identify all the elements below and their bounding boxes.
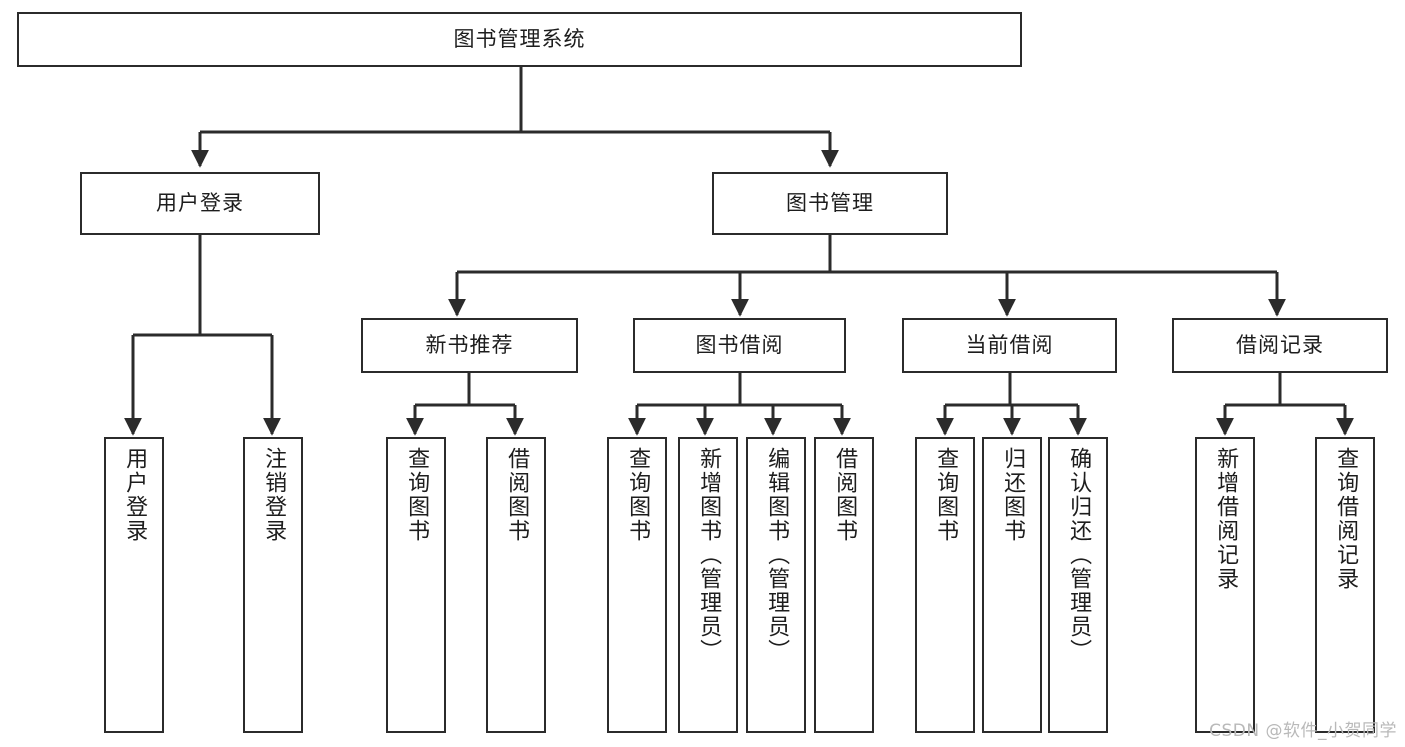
node-leaf-br-add-record[interactable]: 新增借阅记录	[1195, 437, 1255, 733]
node-new-book-rec[interactable]: 新书推荐	[361, 318, 578, 373]
node-book-borrow[interactable]: 图书借阅	[633, 318, 846, 373]
node-borrow-record-label: 借阅记录	[1236, 332, 1324, 357]
node-leaf-rec-query-book[interactable]: 查询图书	[386, 437, 446, 733]
node-leaf-cb-query-book[interactable]: 查询图书	[915, 437, 975, 733]
node-leaf-rec-borrow-book-label: 借阅图书	[504, 447, 530, 543]
csdn-watermark: CSDN @软件_小贺同学	[1209, 721, 1397, 741]
node-book-borrow-label: 图书借阅	[695, 332, 784, 357]
node-leaf-user-logout[interactable]: 注销登录	[243, 437, 303, 733]
node-leaf-bb-add-book[interactable]: 新增图书（管理员）	[678, 437, 738, 733]
node-leaf-bb-edit-book[interactable]: 编辑图书（管理员）	[746, 437, 806, 733]
node-leaf-rec-query-book-label: 查询图书	[404, 447, 430, 543]
node-leaf-cb-confirm-return-label: 确认归还（管理员）	[1066, 447, 1092, 663]
node-leaf-bb-add-book-label: 新增图书（管理员）	[696, 447, 722, 663]
node-leaf-user-login-label: 用户登录	[122, 447, 148, 543]
node-leaf-cb-return-book[interactable]: 归还图书	[982, 437, 1042, 733]
node-root[interactable]: 图书管理系统	[17, 12, 1022, 67]
node-borrow-record[interactable]: 借阅记录	[1172, 318, 1388, 373]
node-leaf-rec-borrow-book[interactable]: 借阅图书	[486, 437, 546, 733]
node-leaf-user-logout-label: 注销登录	[261, 447, 287, 543]
node-leaf-bb-query-book-label: 查询图书	[625, 447, 651, 543]
node-user-login-label: 用户登录	[156, 190, 244, 215]
node-leaf-bb-edit-book-label: 编辑图书（管理员）	[764, 447, 790, 663]
node-leaf-br-add-record-label: 新增借阅记录	[1213, 447, 1239, 591]
node-leaf-bb-borrow-book-label: 借阅图书	[832, 447, 858, 543]
node-book-manage-label: 图书管理	[786, 190, 874, 215]
node-leaf-br-query-record[interactable]: 查询借阅记录	[1315, 437, 1375, 733]
node-leaf-cb-return-book-label: 归还图书	[1000, 447, 1026, 543]
node-new-book-rec-label: 新书推荐	[425, 332, 514, 357]
node-current-borrow[interactable]: 当前借阅	[902, 318, 1117, 373]
node-user-login[interactable]: 用户登录	[80, 172, 320, 235]
node-leaf-bb-query-book[interactable]: 查询图书	[607, 437, 667, 733]
node-root-label: 图书管理系统	[453, 26, 586, 51]
node-leaf-cb-query-book-label: 查询图书	[933, 447, 959, 543]
node-leaf-br-query-record-label: 查询借阅记录	[1333, 447, 1359, 591]
node-book-manage[interactable]: 图书管理	[712, 172, 948, 235]
node-leaf-cb-confirm-return[interactable]: 确认归还（管理员）	[1048, 437, 1108, 733]
node-current-borrow-label: 当前借阅	[965, 332, 1054, 357]
node-leaf-bb-borrow-book[interactable]: 借阅图书	[814, 437, 874, 733]
node-leaf-user-login[interactable]: 用户登录	[104, 437, 164, 733]
